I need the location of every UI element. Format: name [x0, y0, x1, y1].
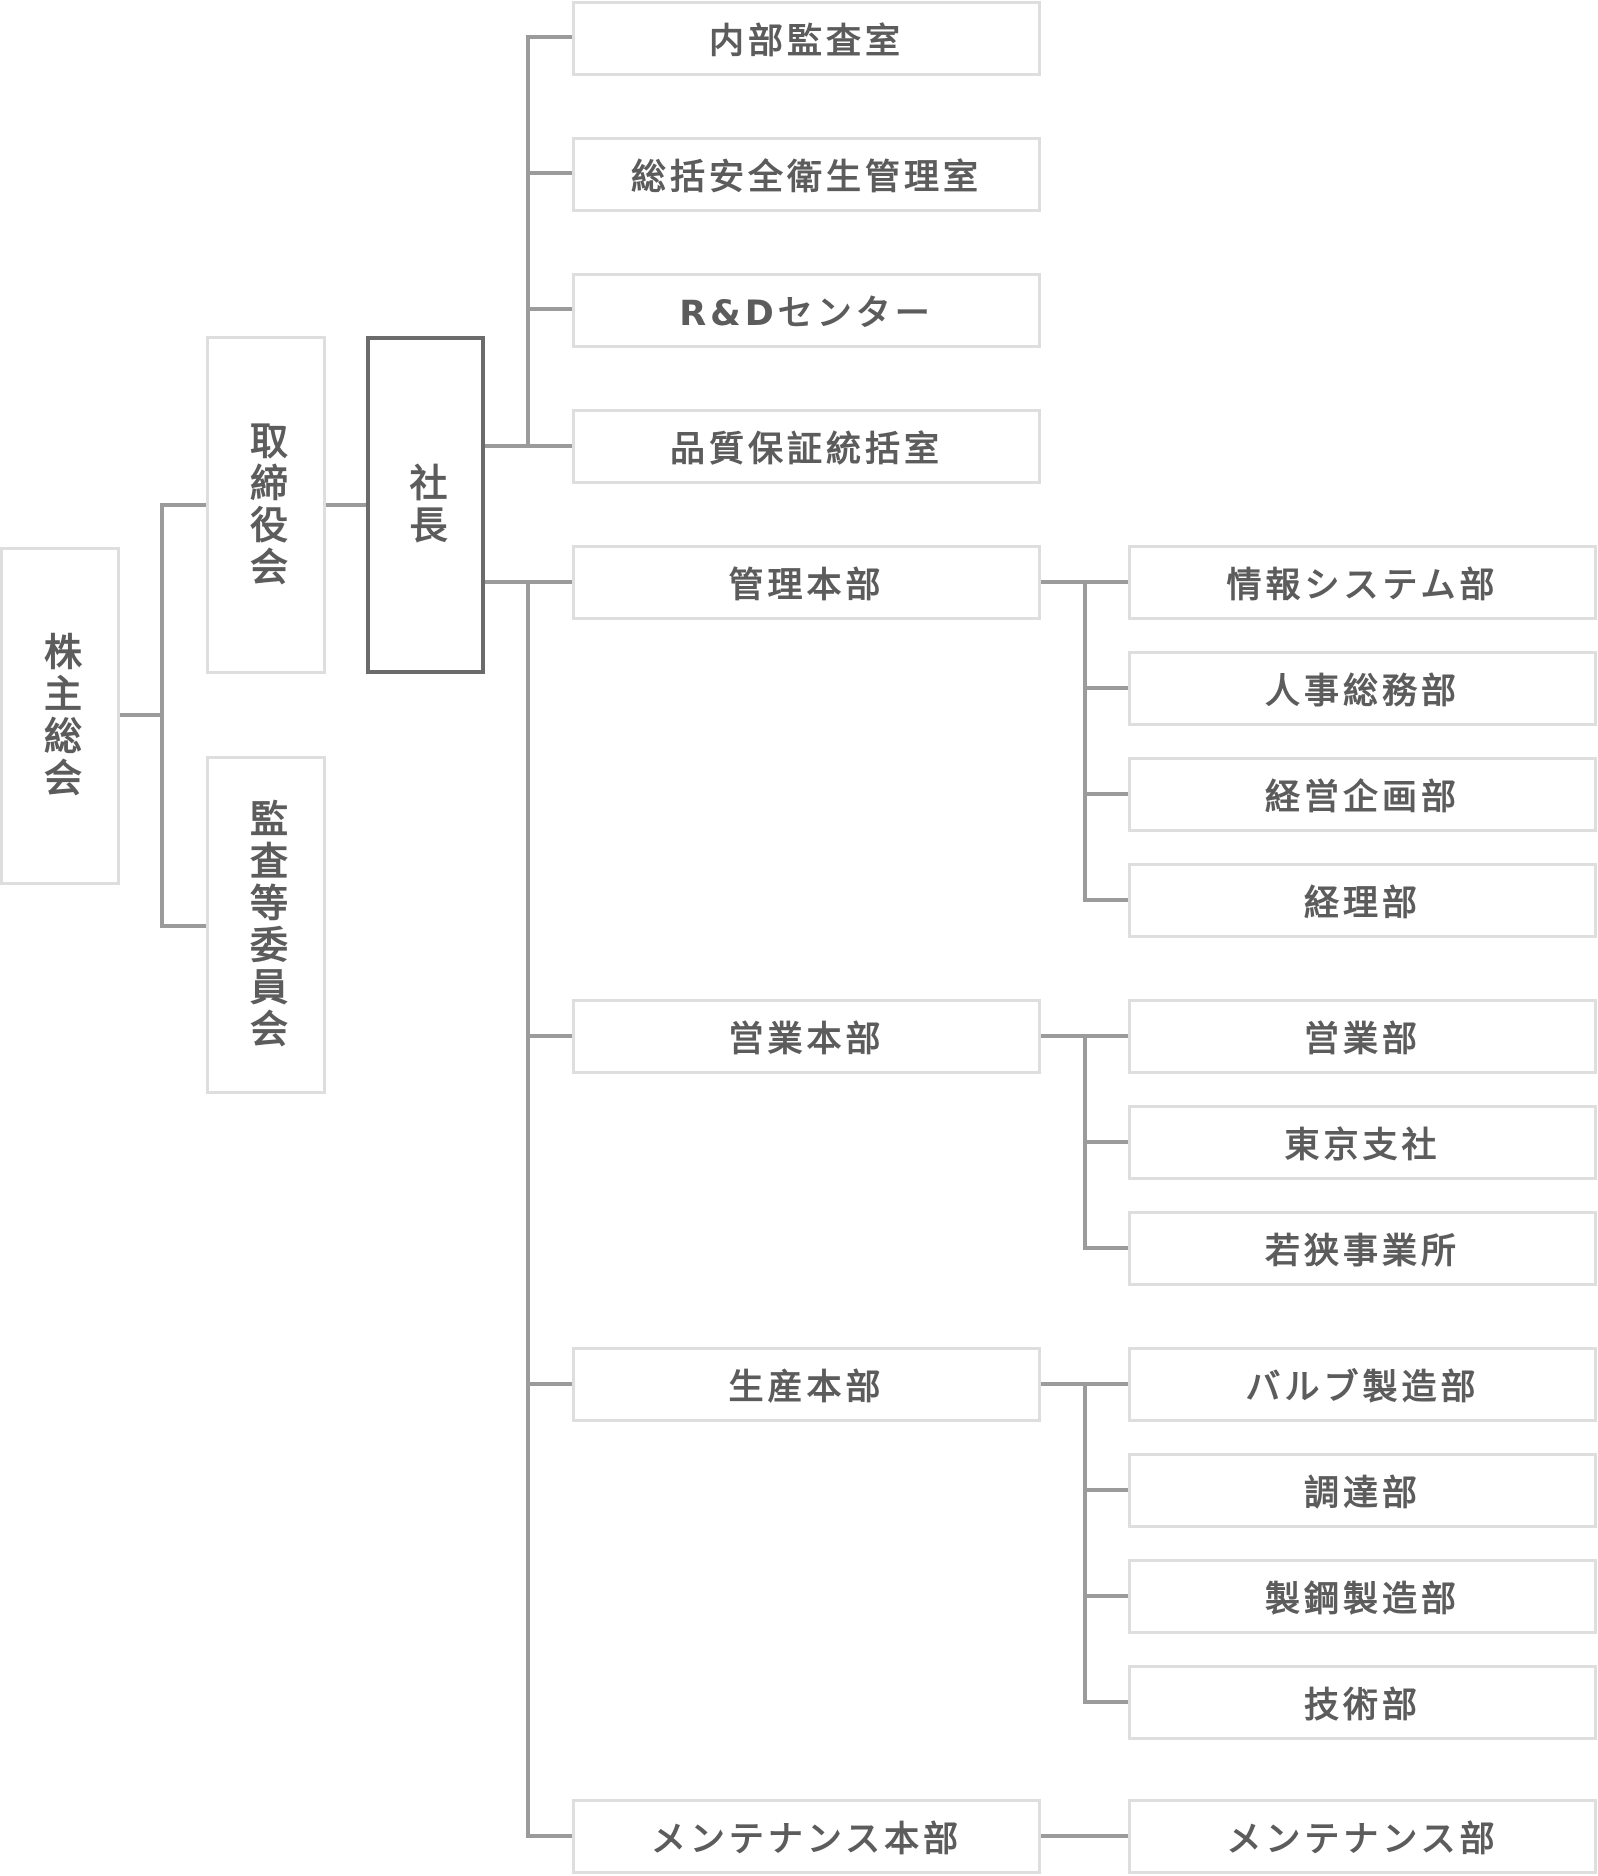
connector-line — [526, 35, 530, 448]
connector-line — [1083, 580, 1087, 902]
node-steel-manufacturing: 製鋼製造部 — [1128, 1559, 1597, 1634]
node-info-systems: 情報システム部 — [1128, 545, 1597, 620]
node-rd-center: R&Dセンター — [572, 273, 1041, 348]
connector-line — [1083, 1700, 1130, 1704]
node-wakasa-office: 若狭事業所 — [1128, 1211, 1597, 1286]
connector-line — [526, 171, 575, 175]
node-sales-dept: 営業部 — [1128, 999, 1597, 1074]
node-accounting: 経理部 — [1128, 863, 1597, 938]
connector-line — [324, 503, 368, 507]
node-president: 社長 — [366, 336, 485, 674]
connector-line — [1083, 1594, 1130, 1598]
node-shareholders-meeting: 株主総会 — [0, 547, 120, 885]
connector-line — [526, 580, 530, 1838]
node-maintenance-hq: メンテナンス本部 — [572, 1799, 1041, 1874]
node-sales-hq: 営業本部 — [572, 999, 1041, 1074]
connector-line — [1083, 686, 1130, 690]
connector-line — [1083, 1140, 1130, 1144]
node-audit-committee: 監査等委員会 — [206, 756, 326, 1094]
connector-line — [1083, 1246, 1130, 1250]
node-valve-manufacturing: バルブ製造部 — [1128, 1347, 1597, 1422]
node-corporate-planning: 経営企画部 — [1128, 757, 1597, 832]
node-procurement: 調達部 — [1128, 1453, 1597, 1528]
connector-line — [526, 35, 575, 39]
connector-line — [160, 924, 208, 928]
node-safety-health-office: 総括安全衛生管理室 — [572, 137, 1041, 212]
connector-line — [1040, 1834, 1130, 1838]
node-engineering: 技術部 — [1128, 1665, 1597, 1740]
node-admin-hq: 管理本部 — [572, 545, 1041, 620]
node-hr-general-affairs: 人事総務部 — [1128, 651, 1597, 726]
connector-line — [1083, 1488, 1130, 1492]
node-quality-assurance: 品質保証統括室 — [572, 409, 1041, 484]
node-production-hq: 生産本部 — [572, 1347, 1041, 1422]
connector-line — [526, 1834, 575, 1838]
connector-line — [1083, 1382, 1087, 1704]
connector-line — [526, 1034, 575, 1038]
node-board-of-directors: 取締役会 — [206, 336, 326, 674]
connector-line — [118, 713, 162, 717]
node-internal-audit: 内部監査室 — [572, 1, 1041, 76]
node-maintenance-dept: メンテナンス部 — [1128, 1799, 1597, 1874]
connector-line — [526, 1382, 575, 1386]
connector-line — [1083, 898, 1130, 902]
node-tokyo-branch: 東京支社 — [1128, 1105, 1597, 1180]
connector-line — [526, 307, 575, 311]
connector-line — [1083, 792, 1130, 796]
connector-line — [160, 503, 208, 507]
connector-line — [160, 503, 164, 928]
